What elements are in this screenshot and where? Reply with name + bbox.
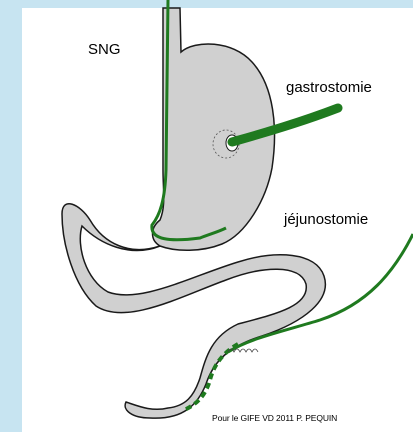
gastrostomie-label: gastrostomie xyxy=(286,80,372,95)
credit-text: Pour le GIFE VD 2011 P. PEQUIN xyxy=(212,414,337,423)
sng-label: SNG xyxy=(88,42,121,57)
stomach xyxy=(153,8,275,250)
jejunostomie-label: jéjunostomie xyxy=(284,212,368,227)
